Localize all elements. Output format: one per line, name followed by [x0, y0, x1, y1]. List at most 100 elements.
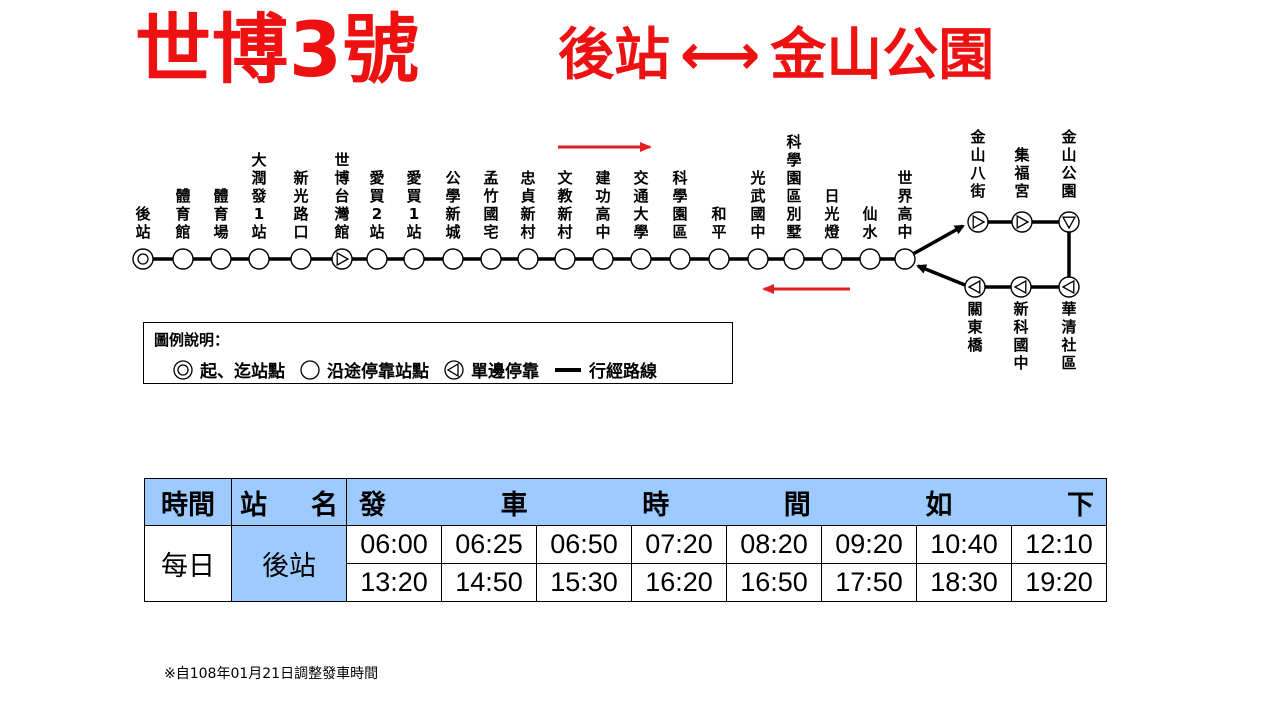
station-stop [480, 248, 502, 270]
departure-time: 15:30 [536, 563, 632, 602]
station-label: 新光路口 [292, 169, 309, 241]
header-time: 時間 [144, 478, 232, 526]
one-way-icon [1061, 279, 1075, 295]
legend-one-way: 單邊停靠 [443, 357, 539, 382]
terminal-stop-icon [173, 359, 193, 380]
station-stop [210, 248, 232, 270]
station-label: 金山八街 [969, 128, 986, 200]
station-stop [592, 248, 614, 270]
legend-route-line-label: 行經路線 [589, 362, 657, 382]
schedule-table: 時間 站 名 發 車 時 間 如 下 每日 後站 06:00 06:25 06:… [144, 478, 1107, 602]
legend-box: 圖例說明： 起、迄站點 沿途停靠站點 單邊停靠 行經路線 [143, 322, 733, 384]
departure-time: 06:25 [441, 525, 537, 564]
station-label: 世博台灣館 [333, 151, 349, 241]
station-stop [442, 248, 464, 270]
station-label: 關東橋 [967, 300, 983, 354]
departure-time: 12:10 [1011, 525, 1107, 564]
branch-out-arrow [912, 224, 965, 256]
station-stop [630, 248, 652, 270]
departure-time: 18:30 [916, 563, 1012, 602]
station-label: 光武國中 [749, 169, 765, 241]
departure-time: 17:50 [821, 563, 917, 602]
service-day: 每日 [144, 525, 232, 602]
branch-in-arrow [916, 264, 966, 287]
legend-row: 起、迄站點 沿途停靠站點 單邊停靠 行經路線 [172, 357, 671, 382]
station-label: 日光燈 [823, 187, 840, 241]
schedule-row-1: 每日 後站 06:00 06:25 06:50 07:20 08:20 09:2… [144, 525, 1107, 602]
route-from: 後站 [558, 23, 670, 88]
station-label: 金山公園 [1060, 128, 1077, 200]
one-way-icon [1016, 214, 1030, 230]
station-stop [783, 248, 805, 270]
route-line-icon [555, 367, 581, 372]
station-stop [859, 248, 881, 270]
one-way-icon [1061, 216, 1077, 230]
departure-time: 13:20 [346, 563, 442, 602]
legend-terminal-label: 起、迄站點 [200, 362, 285, 382]
station-label: 和平 [711, 205, 726, 241]
station-label: 華清社區 [1060, 300, 1076, 372]
station-stop [403, 248, 425, 270]
legend-regular: 沿途停靠站點 [299, 357, 429, 382]
station-label: 體育館 [174, 187, 190, 241]
header-departures: 發 車 時 間 如 下 [346, 478, 1107, 526]
legend-regular-label: 沿途停靠站點 [327, 362, 429, 382]
departure-time: 09:20 [821, 525, 917, 564]
legend-terminal: 起、迄站點 [172, 357, 285, 382]
route-endpoints: 後站 ⟷ 金山公園 [558, 28, 994, 84]
station-stop [708, 248, 730, 270]
station-label: 建功高中 [595, 169, 611, 241]
legend-title: 圖例說明： [154, 331, 230, 349]
departure-time: 16:20 [631, 563, 727, 602]
departure-time: 08:20 [726, 525, 822, 564]
header-station: 站 名 [231, 478, 347, 526]
route-title: 世博3號 [135, 5, 420, 94]
terminal-inner-ring [137, 253, 149, 265]
station-label: 世界高中 [897, 169, 912, 241]
departure-time: 10:40 [916, 525, 1012, 564]
schedule-row-2: 13:20 14:50 15:30 16:20 16:50 17:50 18:3… [145, 563, 1107, 602]
direction-arrows [558, 142, 850, 294]
station-stop [894, 248, 916, 270]
route-to: 金山公園 [770, 23, 995, 88]
departure-time: 07:20 [631, 525, 727, 564]
one-way-icon [336, 251, 350, 267]
footnote: ※自108年01月21日調整發車時間 [164, 666, 379, 682]
station-label: 孟竹國宅 [482, 169, 498, 241]
station-label: 仙水 [862, 205, 878, 241]
station-stop [517, 248, 539, 270]
station-stop [248, 248, 270, 270]
station-label: 公學新城 [445, 169, 460, 241]
station-stop [172, 248, 194, 270]
station-label: 忠貞新村 [520, 169, 535, 241]
station-label: 新科國中 [1013, 300, 1028, 372]
station-label: 科學園區別墅 [785, 133, 801, 241]
station-label: 後站 [134, 205, 151, 241]
departure-time: 14:50 [441, 563, 537, 602]
double-arrow-icon: ⟷ [680, 23, 761, 88]
one-way-icon [1013, 279, 1027, 295]
legend-one-way-label: 單邊停靠 [471, 362, 539, 382]
regular-stop-icon [300, 359, 320, 380]
one-way-icon [972, 214, 986, 230]
legend-route-line: 行經路線 [553, 357, 657, 382]
departure-time: 16:50 [726, 563, 822, 602]
station-label: 文教新村 [556, 169, 573, 241]
station-label: 交通大學 [633, 169, 648, 241]
station-stop [747, 248, 769, 270]
departure-time: 06:50 [536, 525, 632, 564]
schedule-header-row: 時間 站 名 發 車 時 間 如 下 [144, 478, 1107, 526]
station-stop [669, 248, 691, 270]
station-label: 集福宮 [1013, 146, 1030, 200]
departure-time: 06:00 [346, 525, 442, 564]
station-label: 科學園區 [672, 169, 687, 241]
station-label: 體育場 [213, 187, 228, 241]
station-stop [821, 248, 843, 270]
station-markers [132, 211, 1080, 298]
station-stop [290, 248, 312, 270]
